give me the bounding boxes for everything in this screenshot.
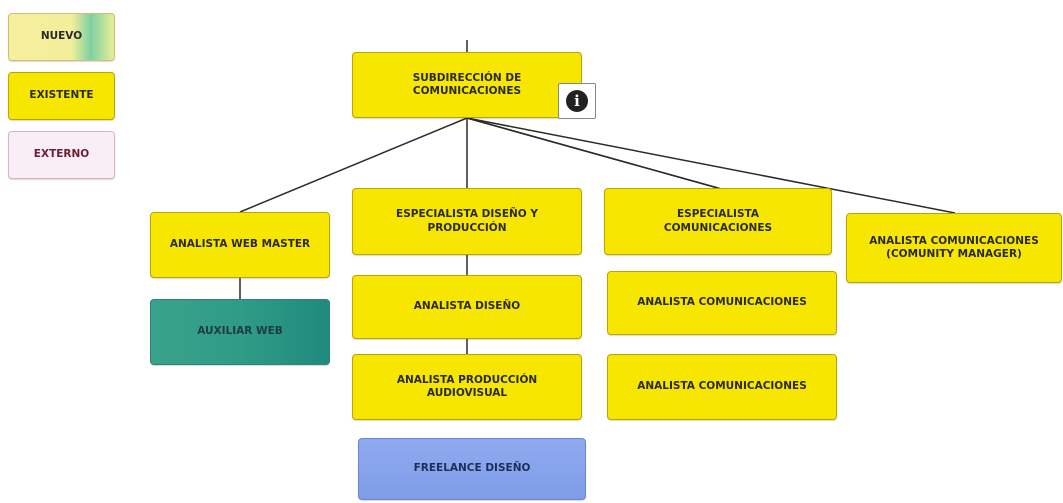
connector-to-especialista-comunicaciones-2 — [466, 117, 726, 191]
node-analista-web-master[interactable]: ANALISTA WEB MASTER — [150, 212, 330, 278]
node-analista-produccion[interactable]: ANALISTA PRODUCCIÓN AUDIOVISUAL — [352, 354, 582, 420]
node-especialista-comunicaciones[interactable]: ESPECIALISTA COMUNICACIONES — [604, 188, 832, 255]
info-icon[interactable]: i — [558, 83, 596, 119]
legend-externo: EXTERNO — [8, 131, 115, 179]
node-subdireccion-label: SUBDIRECCIÓN DE COMUNICACIONES — [412, 71, 522, 97]
connector-to-web-master — [239, 117, 468, 213]
node-especialista-diseno[interactable]: ESPECIALISTA DISEÑO Y PRODUCCIÓN — [352, 188, 582, 255]
legend-existente-label: EXISTENTE — [29, 89, 94, 102]
node-auxiliar-web[interactable]: AUXILIAR WEB — [150, 299, 330, 365]
node-analista-produccion-label: ANALISTA PRODUCCIÓN AUDIOVISUAL — [396, 373, 538, 399]
info-icon-glyph: i — [566, 90, 588, 112]
node-analista-comunicaciones-2-label: ANALISTA COMUNICACIONES — [637, 380, 807, 393]
connector-to-community — [466, 117, 956, 214]
node-analista-comunicaciones-1[interactable]: ANALISTA COMUNICACIONES — [607, 271, 837, 335]
node-especialista-comunicaciones-label: ESPECIALISTA COMUNICACIONES — [663, 208, 773, 234]
node-analista-web-master-label: ANALISTA WEB MASTER — [169, 238, 311, 251]
node-analista-community-label: ANALISTA COMUNICACIONES (COMUNITY MANAGE… — [869, 234, 1039, 260]
node-freelance-diseno[interactable]: FREELANCE DISEÑO — [358, 438, 586, 500]
node-especialista-diseno-label: ESPECIALISTA DISEÑO Y PRODUCCIÓN — [396, 208, 538, 234]
node-analista-diseno[interactable]: ANALISTA DISEÑO — [352, 275, 582, 339]
legend-nuevo: NUEVO — [8, 13, 115, 61]
legend-externo-label: EXTERNO — [33, 148, 90, 161]
legend-existente: EXISTENTE — [8, 72, 115, 120]
node-auxiliar-web-label: AUXILIAR WEB — [197, 325, 283, 338]
node-analista-diseno-label: ANALISTA DISEÑO — [413, 300, 521, 313]
node-freelance-diseno-label: FREELANCE DISEÑO — [413, 462, 531, 475]
node-analista-comunicaciones-2[interactable]: ANALISTA COMUNICACIONES — [607, 354, 837, 420]
node-analista-comunicaciones-1-label: ANALISTA COMUNICACIONES — [637, 296, 807, 309]
node-analista-community[interactable]: ANALISTA COMUNICACIONES (COMUNITY MANAGE… — [846, 213, 1062, 283]
legend-nuevo-label: NUEVO — [40, 30, 83, 43]
node-subdireccion[interactable]: SUBDIRECCIÓN DE COMUNICACIONES — [352, 52, 582, 118]
